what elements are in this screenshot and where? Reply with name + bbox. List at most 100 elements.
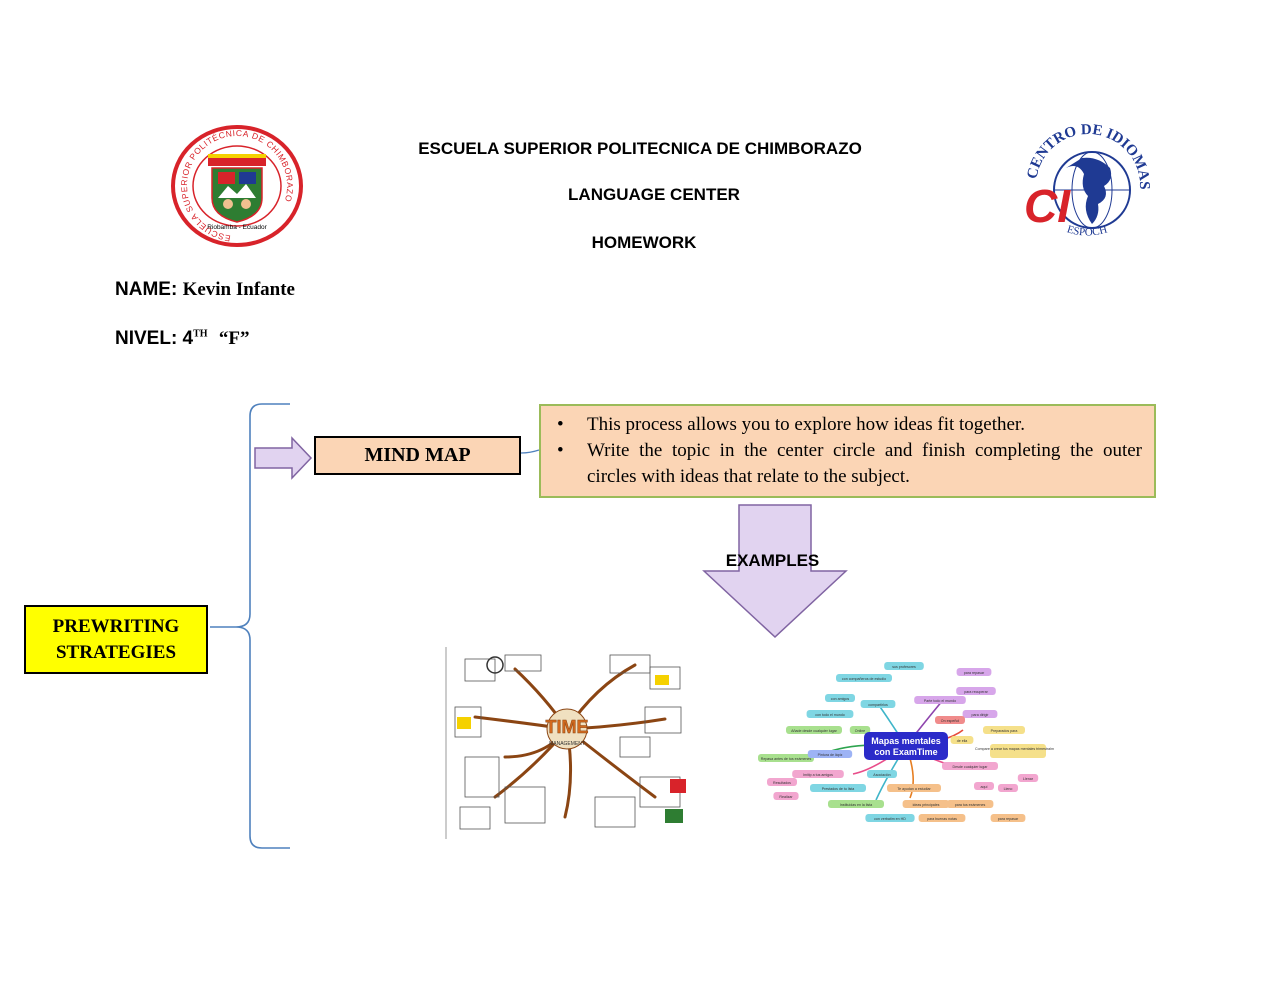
- examtime-node-label: Preparados para: [991, 729, 1018, 733]
- examtime-node-label: Compare a crear tus mapas mentales trime…: [975, 747, 1054, 751]
- examtime-node-label: Desde cualquier lugar: [953, 765, 989, 769]
- examtime-node-box: [887, 784, 941, 792]
- description-list: This process allows you to explore how i…: [555, 412, 1142, 490]
- examtime-node-box: [935, 716, 965, 724]
- examtime-node-label: para recuperar: [964, 690, 988, 694]
- examtime-node-label: Lleno: [1004, 787, 1013, 791]
- examtime-mindmap-image: sus profesores con compañeros de estudio c…: [758, 662, 1054, 822]
- examples-label: EXAMPLES: [725, 551, 820, 570]
- mind-map-label: MIND MAP: [364, 444, 471, 466]
- examtime-node-box: [884, 662, 924, 670]
- examtime-node-box: [956, 687, 996, 695]
- description-item: This process allows you to explore how i…: [555, 412, 1142, 438]
- doc-type-title: HOMEWORK: [591, 233, 697, 252]
- prewriting-strategies-box: PREWRITING STRATEGIES: [24, 605, 208, 674]
- level-value: “F”: [218, 328, 250, 349]
- examtime-node-label: Llenar: [1023, 777, 1034, 781]
- examtime-node-group: sus profesores con compañeros de estudio c…: [758, 662, 1054, 822]
- examtime-node-label: sus profesores: [892, 665, 916, 669]
- examtime-node-label: Online: [855, 729, 865, 733]
- logo-bottom-text: ESPOCH: [1065, 223, 1108, 238]
- examtime-node-box: [867, 770, 897, 778]
- right-arrow: [254, 436, 313, 480]
- examtime-node-box: [974, 782, 994, 790]
- student-level-line: NIVEL: 4TH “F”: [115, 328, 249, 350]
- examtime-node-box: [792, 770, 844, 778]
- examtime-node-label: Te ayudan a estudiar: [897, 787, 931, 791]
- examtime-node-label: con amigos: [831, 697, 850, 701]
- institution-title: ESCUELA SUPERIOR POLITECNICA DE CHIMBORA…: [418, 139, 862, 158]
- examtime-node-box: [956, 668, 992, 676]
- examtime-node-label: Añade desde cualquier lugar: [791, 729, 838, 733]
- examtime-node-label: para repasar: [998, 817, 1019, 821]
- examtime-node-box: [758, 754, 814, 762]
- examtime-node-box: [825, 694, 855, 702]
- name-label: NAME:: [115, 279, 178, 300]
- examtime-node-box: [998, 784, 1018, 792]
- examtime-node-label: Imitip a tus amigos: [803, 773, 833, 777]
- examtime-node-box: [807, 750, 853, 758]
- examtime-center-line-2: con ExamTime: [874, 747, 937, 757]
- examtime-node-label: Resultados: [773, 781, 791, 785]
- examtime-node-label: de ella: [957, 739, 968, 743]
- svg-text:ESPOCH: ESPOCH: [1065, 223, 1108, 238]
- name-value: Kevin Infante: [182, 279, 295, 300]
- examtime-node-box: [865, 814, 915, 822]
- examtime-node-label: para repasar: [964, 671, 985, 675]
- examtime-node-label: Parte todo el mundo: [924, 699, 956, 703]
- curly-bracket: [210, 403, 290, 849]
- examtime-node-box: [806, 710, 854, 718]
- examtime-node-label: aquí: [981, 785, 988, 789]
- down-arrow: [702, 504, 848, 639]
- examtime-node-label: Asociación: [873, 773, 890, 777]
- examtime-node-label: con verbatim en HD: [874, 817, 906, 821]
- examtime-node-box: [918, 814, 966, 822]
- examtime-node-label: compartirlos: [868, 703, 888, 707]
- examtime-center-line-1: Mapas mentales: [871, 736, 941, 746]
- examtime-node-box: [990, 814, 1026, 822]
- seal-inner-text: Riobamba - Ecuador: [207, 224, 267, 231]
- examtime-node-box: [1017, 774, 1039, 782]
- examtime-node-label: Pintura de lápiz: [818, 753, 843, 757]
- examtime-node-label: para dirigir: [972, 713, 990, 717]
- examtime-node-box: [860, 700, 896, 708]
- level-superscript: TH: [193, 328, 208, 340]
- root-label-line-2: STRATEGIES: [55, 641, 177, 663]
- examtime-node-label: Prestados de tu lista: [822, 787, 855, 791]
- mind-map-box: MIND MAP: [314, 436, 521, 475]
- student-name-line: NAME: Kevin Infante: [115, 279, 295, 301]
- level-label: NIVEL: 4: [115, 328, 194, 349]
- examtime-node-box: [773, 792, 799, 800]
- examtime-node-box: [902, 800, 950, 808]
- time-center-text: TIME: [546, 717, 589, 737]
- root-label-line-1: PREWRITING: [52, 615, 180, 637]
- examtime-node-box: [849, 726, 871, 734]
- examtime-node-label: Realizar: [779, 795, 793, 799]
- examtime-node-label: Repasa antes de tus exámenes: [761, 757, 812, 761]
- examtime-node-label: On espeñol: [941, 719, 960, 723]
- centro-idiomas-logo: CENTRO DE IDIOMAS CI ESPOCH: [1024, 124, 1152, 239]
- time-center-subtext: MANAGEMENT: [549, 741, 585, 747]
- examtime-node-label: para tus exámenes: [955, 803, 986, 807]
- time-management-mindmap-image: TIME MANAGEMENT: [445, 647, 689, 839]
- examtime-node-box: [990, 744, 1046, 758]
- logo-ci-letters: CI: [1024, 180, 1071, 232]
- examtime-node-label: con todo el mundo: [815, 713, 845, 717]
- examtime-node-box: [836, 674, 892, 682]
- examtime-node-box: [810, 784, 866, 792]
- examtime-node-label: para buenas notas: [927, 817, 957, 821]
- mindmap-connector: [520, 449, 540, 454]
- examtime-node-box: [946, 800, 994, 808]
- examtime-node-label: ideas principales: [913, 803, 940, 807]
- department-title: LANGUAGE CENTER: [568, 185, 740, 204]
- examtime-node-box: [950, 736, 974, 744]
- examtime-node-box: [767, 778, 797, 786]
- examtime-node-box: [983, 726, 1025, 734]
- examtime-node-label: Instituidas en la lista: [840, 803, 872, 807]
- mind-map-description-box: This process allows you to explore how i…: [539, 404, 1156, 498]
- espoch-seal-logo: ESCUELA SUPERIOR POLITÉCNICA DE CHIMBORA…: [171, 125, 303, 247]
- examtime-node-box: [942, 762, 998, 770]
- examtime-node-box: [786, 726, 842, 734]
- examtime-node-label: con compañeros de estudio: [842, 677, 886, 681]
